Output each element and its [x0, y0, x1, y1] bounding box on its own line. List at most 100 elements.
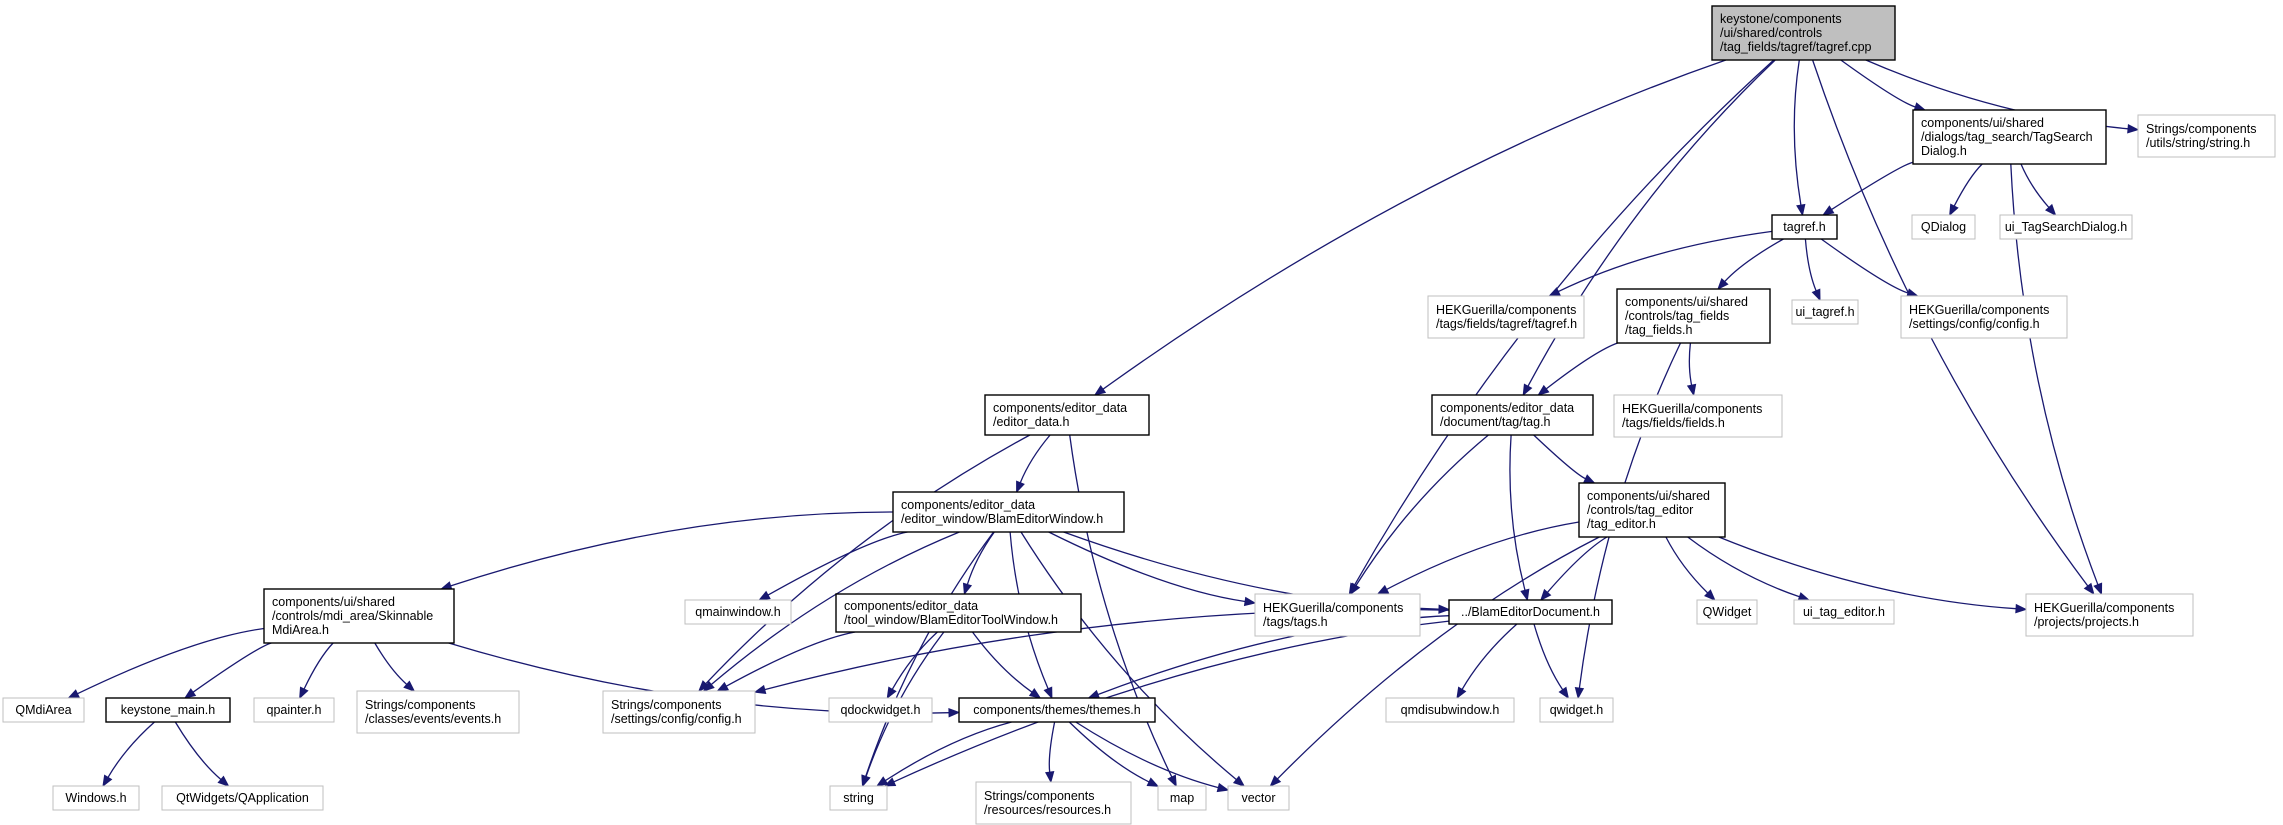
- node-label-line: Windows.h: [65, 791, 126, 805]
- node-box: [975, 781, 1132, 825]
- edge-tagfields-to-tagh: [1537, 342, 1618, 396]
- edge-arrowhead: [861, 774, 871, 788]
- node-blamwin[interactable]: components/editor_data/editor_window/Bla…: [892, 491, 1125, 533]
- node-editordata[interactable]: components/editor_data/editor_data.h: [984, 394, 1150, 436]
- edge-arrowhead: [1811, 288, 1821, 302]
- edge-arrowhead: [1167, 774, 1177, 788]
- node-skinnable[interactable]: components/ui/shared/controls/mdi_area/S…: [263, 588, 455, 644]
- edge-arrowhead: [1232, 775, 1246, 787]
- node-label-line: HEKGuerilla/components: [1909, 303, 2049, 317]
- edge-arrowhead: [1583, 474, 1596, 484]
- edge-root-to-editordata: [1093, 59, 1727, 396]
- edge-tagh-to-tageditor: [1533, 434, 1596, 484]
- node-label-line: /ui/shared/controls: [1720, 26, 1822, 40]
- node-blamdoc[interactable]: ../BlamEditorDocument.h: [1448, 599, 1613, 625]
- node-label-line: /tags/tags.h: [1263, 615, 1328, 629]
- node-keystonemain[interactable]: keystone_main.h: [105, 697, 231, 723]
- edge-arrowhead: [1686, 383, 1697, 397]
- node-box: [1254, 593, 1421, 637]
- node-label-line: components/ui/shared: [1587, 489, 1710, 503]
- edge-arrowhead: [1558, 686, 1570, 700]
- node-box: [1385, 697, 1515, 723]
- edge-line: [1840, 59, 1916, 108]
- node-box: [253, 697, 335, 723]
- edge-tagsearch-to-tagref: [1821, 161, 1914, 216]
- node-box: [984, 394, 1150, 436]
- node-box: [1911, 214, 1976, 240]
- node-label-line: /editor_data.h: [993, 415, 1069, 429]
- edge-arrowhead: [753, 684, 767, 694]
- node-tagref[interactable]: tagref.h: [1771, 214, 1838, 240]
- edge-line: [1533, 623, 1564, 691]
- node-box: [105, 697, 231, 723]
- edge-line: [1558, 230, 1773, 293]
- edge-root-to-tagh: [1522, 59, 1776, 397]
- node-qdialog: QDialog: [1911, 214, 1976, 240]
- node-label-line: /editor_window/BlamEditorWindow.h: [901, 512, 1103, 526]
- edge-arrowhead: [1016, 480, 1025, 494]
- node-tagh[interactable]: components/editor_data/document/tag/tag.…: [1431, 394, 1594, 436]
- node-label-line: /tag_fields.h: [1625, 323, 1692, 337]
- edge-line: [1665, 536, 1709, 594]
- node-qwidgetc: QWidget: [1696, 599, 1758, 625]
- edge-skinnable-to-keystonemain: [183, 642, 272, 699]
- nodes-layer: keystone/components/ui/shared/controls/t…: [2, 5, 2276, 825]
- node-box: [1696, 599, 1758, 625]
- edge-tageditor-to-hekprojects: [1718, 536, 2028, 614]
- edge-arrowhead: [1949, 203, 1959, 217]
- edge-line: [1075, 721, 1219, 789]
- edge-arrowhead: [217, 775, 230, 787]
- edge-arrowhead: [2015, 603, 2028, 614]
- node-label-line: string: [843, 791, 874, 805]
- edge-line: [1533, 434, 1586, 480]
- node-tageditor[interactable]: components/ui/shared/controls/tag_editor…: [1578, 482, 1726, 538]
- node-tagsearch[interactable]: components/ui/shared/dialogs/tag_search/…: [1912, 109, 2107, 165]
- edge-arrowhead: [1537, 384, 1550, 396]
- edge-arrowhead: [2127, 124, 2140, 134]
- node-tagfields[interactable]: components/ui/shared/controls/tag_fields…: [1616, 288, 1771, 344]
- edge-arrowhead: [1796, 203, 1806, 217]
- edge-arrowhead: [1045, 771, 1055, 784]
- node-string: string: [829, 785, 888, 811]
- edge-line: [966, 531, 995, 585]
- node-label-line: components/ui/shared: [1921, 116, 2044, 130]
- edge-line: [1355, 434, 1489, 586]
- node-root[interactable]: keystone/components/ui/shared/controls/t…: [1711, 5, 1896, 61]
- node-qdockwidget: qdockwidget.h: [828, 697, 933, 723]
- node-box: [161, 785, 324, 811]
- edge-tagh-to-blamdoc: [1509, 434, 1530, 602]
- node-label-line: /tags/fields/fields.h: [1622, 416, 1725, 430]
- node-box: [1793, 599, 1895, 625]
- edge-blamwin-to-vector: [1020, 531, 1246, 787]
- edge-arrowhead: [1540, 588, 1552, 602]
- node-label-line: qwidget.h: [1550, 703, 1604, 717]
- edge-arrowhead: [1087, 689, 1101, 699]
- edge-line: [705, 434, 1031, 685]
- edge-line: [1386, 521, 1580, 590]
- node-label-line: /document/tag/tag.h: [1440, 415, 1551, 429]
- edge-arrowhead: [1216, 782, 1230, 793]
- edge-line: [1461, 623, 1518, 690]
- edge-arrowhead: [1456, 686, 1467, 700]
- edge-arrowhead: [1243, 596, 1257, 607]
- edge-tageditor-to-hektags: [1376, 521, 1580, 595]
- node-label-line: /projects/projects.h: [2034, 615, 2139, 629]
- edge-line: [1546, 536, 1608, 593]
- edge-line: [1820, 238, 1909, 294]
- node-label-line: vector: [1241, 791, 1275, 805]
- edge-arrowhead: [1376, 584, 1390, 595]
- node-box: [1999, 214, 2133, 240]
- edge-line: [107, 721, 155, 778]
- edge-line: [1831, 161, 1914, 211]
- node-label-line: QMdiArea: [15, 703, 71, 717]
- edge-line: [885, 721, 1012, 782]
- node-label-line: HEKGuerilla/components: [1263, 601, 1403, 615]
- edge-blamwin-to-qmainwindow: [758, 531, 908, 601]
- node-box: [1539, 697, 1614, 723]
- edge-tagref-to-tagfields: [1717, 238, 1784, 290]
- node-toolwin[interactable]: components/editor_data/tool_window/BlamE…: [835, 593, 1082, 633]
- edge-arrowhead: [1520, 588, 1530, 602]
- edge-line: [1545, 342, 1618, 390]
- node-uitagref: ui_tagref.h: [1791, 299, 1859, 325]
- node-themes[interactable]: components/themes/themes.h: [958, 697, 1156, 723]
